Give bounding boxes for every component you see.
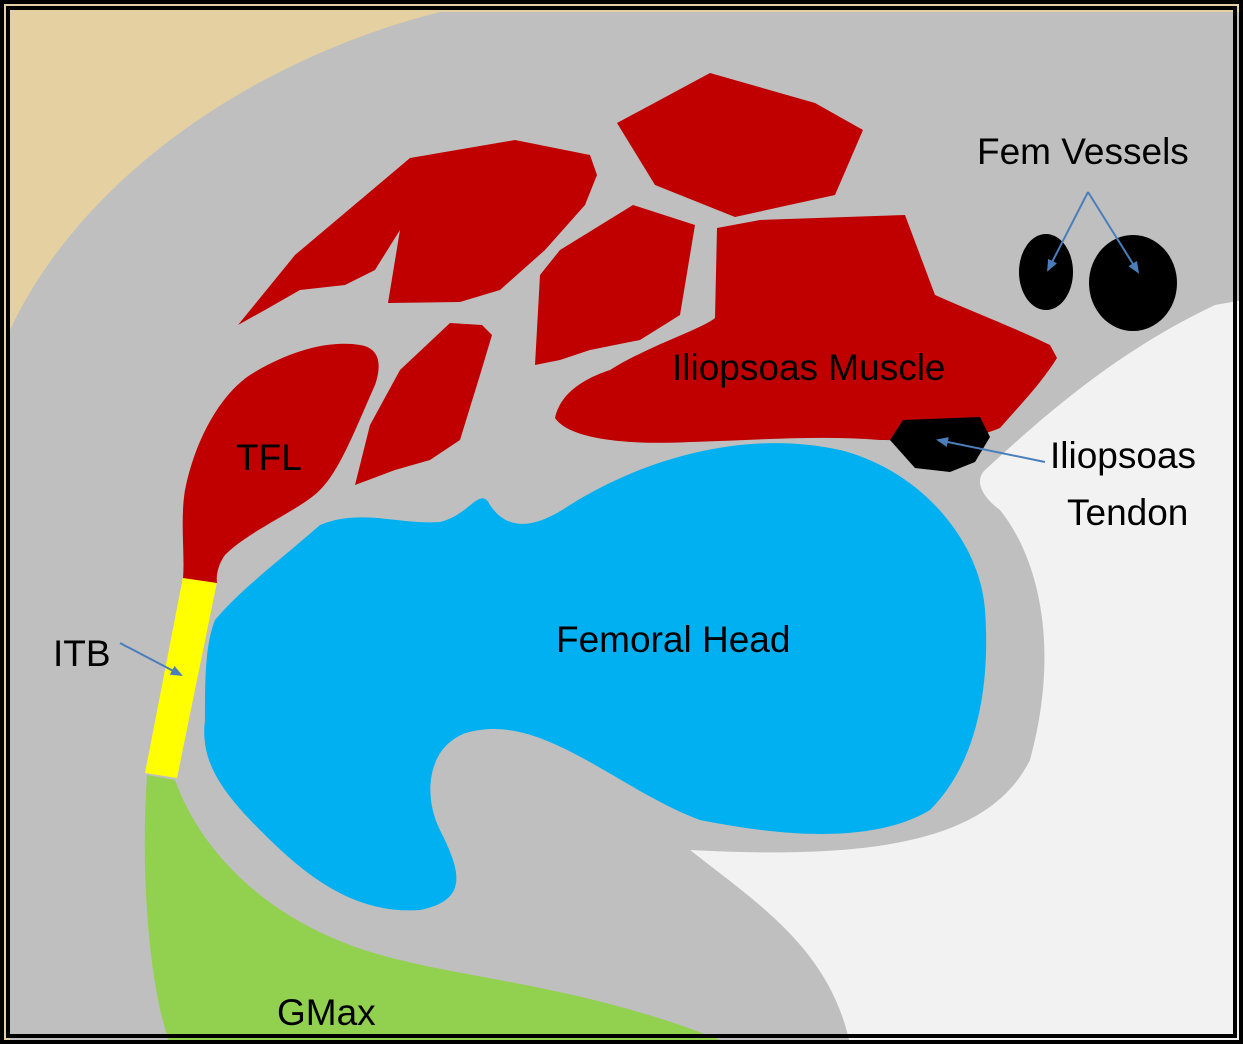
femoral-vessel-right xyxy=(1089,235,1177,331)
label-itb: ITB xyxy=(53,633,111,674)
label-femoral-head: Femoral Head xyxy=(556,619,790,660)
label-iliopsoas-muscle: Iliopsoas Muscle xyxy=(672,347,946,388)
label-iliopsoas-tendon-line1: Iliopsoas xyxy=(1050,435,1196,476)
label-iliopsoas-tendon-line2: Tendon xyxy=(1067,492,1188,533)
label-fem-vessels: Fem Vessels xyxy=(977,131,1189,172)
label-tfl: TFL xyxy=(236,437,302,478)
label-gmax: GMax xyxy=(277,992,376,1033)
femoral-vessel-left xyxy=(1019,234,1073,310)
